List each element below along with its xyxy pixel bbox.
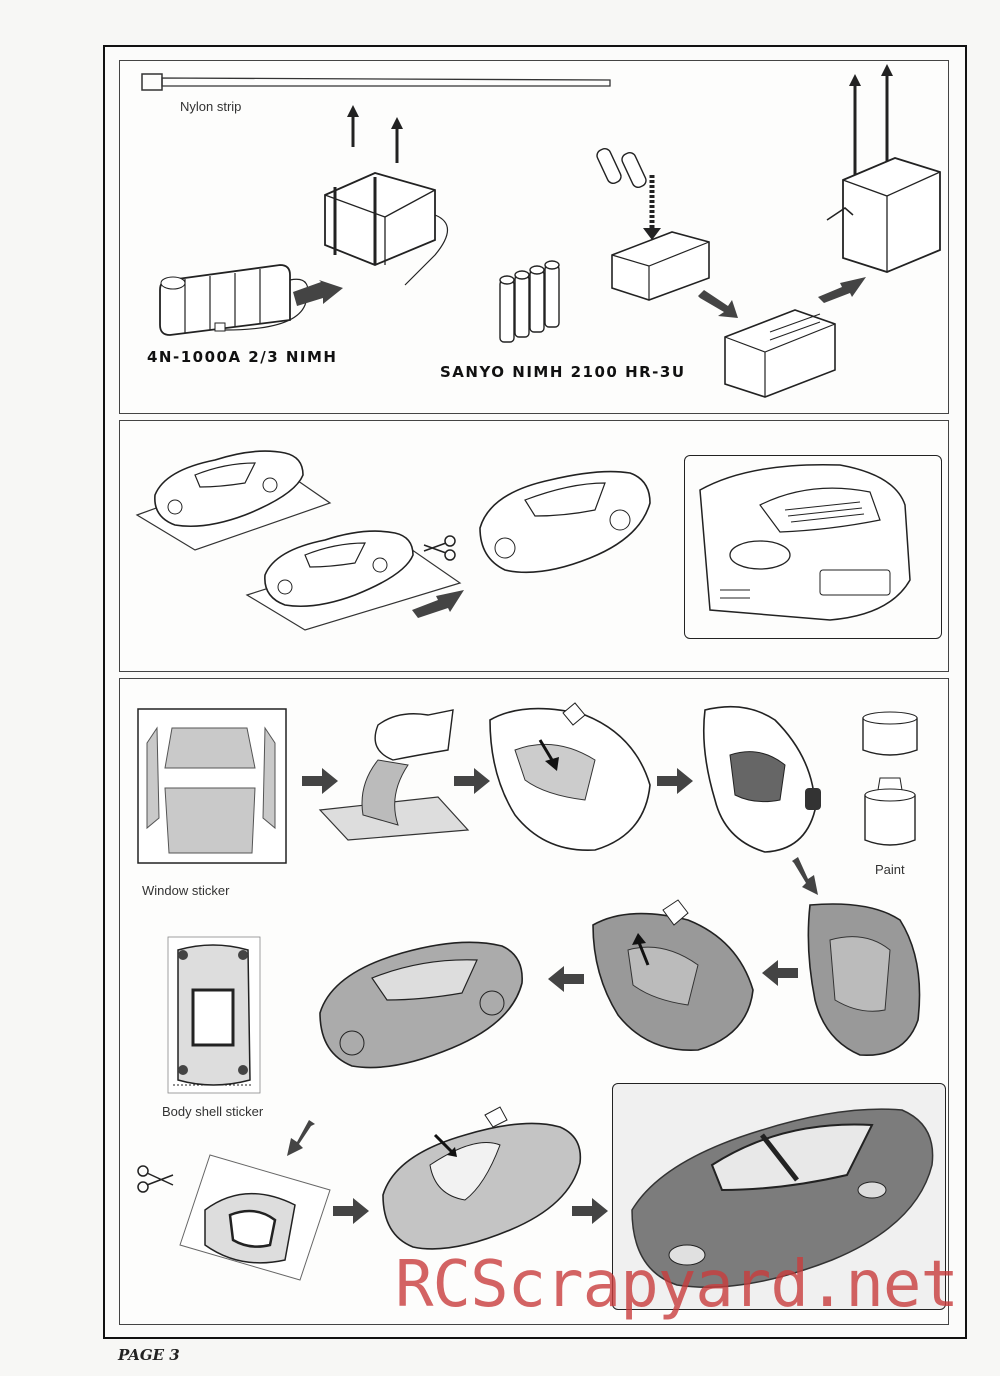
arrow-right-icon — [657, 768, 693, 794]
arrow-left-icon — [762, 960, 798, 986]
battery-box-open-illustration — [724, 309, 836, 398]
battery-pack-label: 4N-1000A 2/3 NIMH — [147, 348, 338, 366]
sticker-cut-illustration — [179, 1154, 331, 1281]
arrow-down-right-icon — [792, 857, 818, 895]
paint-can-illustration — [862, 711, 918, 846]
paint-label: Paint — [875, 862, 905, 877]
arrow-right-icon — [302, 768, 338, 794]
page-number: PAGE 3 — [118, 1346, 180, 1364]
arrow-right-icon — [293, 280, 343, 306]
arrow-right-icon — [333, 1198, 369, 1224]
arrow-right-icon — [572, 1198, 608, 1224]
arrow-up-right-icon — [412, 590, 464, 618]
body-painted-inside-illustration — [807, 903, 921, 1056]
battery-holder-box-illustration — [826, 64, 941, 273]
battery-holder-illustration — [324, 105, 449, 286]
rear-detail-illustration — [699, 463, 911, 621]
body-shell-sticker-sheet — [167, 936, 261, 1094]
arrow-up-right-icon — [818, 277, 866, 303]
body-inside-window-illustration — [489, 702, 651, 851]
peel-sticker-illustration — [318, 709, 470, 841]
body-on-sheet-illustration — [135, 450, 332, 551]
nylon-strip-illustration — [141, 73, 611, 91]
nylon-strip-label: Nylon strip — [180, 99, 242, 114]
body-spray-illustration — [703, 705, 821, 853]
scissors-icon — [423, 535, 456, 561]
battery-cells-label: SANYO NIMH 2100 HR-3U — [440, 363, 686, 381]
body-peel-film-illustration — [592, 899, 754, 1051]
arrow-left-icon — [548, 966, 584, 992]
window-sticker-label: Window sticker — [142, 883, 230, 898]
arrow-down-right-icon — [698, 290, 738, 318]
battery-pack-illustration — [159, 264, 309, 336]
battery-cells-illustration — [499, 260, 560, 343]
body-cut-illustration — [245, 530, 462, 631]
watermark: RCScrapyard.net — [395, 1248, 959, 1322]
body-painted-outside-illustration — [319, 941, 523, 1069]
body-apply-sticker-illustration — [382, 1106, 582, 1250]
arrow-down-left-icon — [287, 1120, 315, 1156]
scissors-icon — [137, 1165, 174, 1193]
window-sticker-sheet — [137, 708, 287, 864]
body-shell-sticker-label: Body shell sticker — [162, 1104, 264, 1119]
aa-battery-box-illustration — [596, 148, 710, 301]
finished-body-illustration — [631, 1108, 934, 1288]
arrow-right-icon — [454, 768, 490, 794]
body-trimmed-illustration — [479, 470, 651, 574]
